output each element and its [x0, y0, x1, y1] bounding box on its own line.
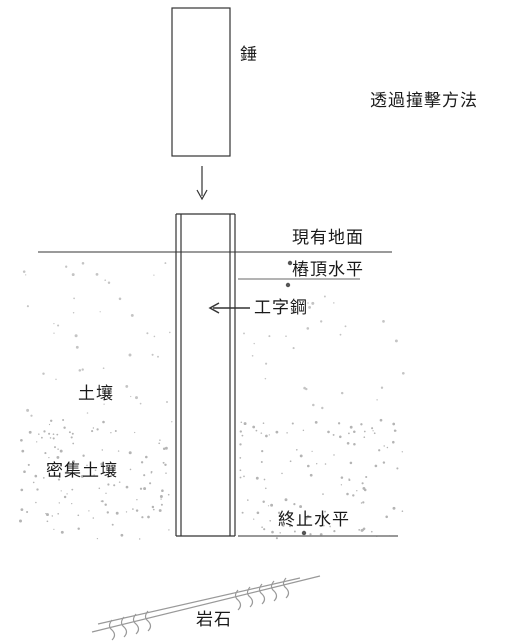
- termination-level-label: 終止水平: [278, 510, 350, 530]
- soil-label: 土壤: [78, 384, 114, 404]
- soil-texture: [22, 262, 405, 417]
- h-beam-label: 工字鋼: [254, 298, 308, 318]
- method-label: 透過撞擊方法: [370, 91, 478, 111]
- rock-hatch: [91, 575, 321, 641]
- dense-soil-label: 密集土壤: [46, 461, 118, 481]
- pile-top-marker: [285, 282, 291, 288]
- pile-top-level-label: 樁頂水平: [292, 260, 364, 280]
- ground-marker: [287, 260, 293, 266]
- rock-label: 岩石: [196, 610, 232, 630]
- hammer-block: [171, 7, 231, 157]
- hammer-label: 錘: [240, 45, 258, 65]
- h-beam-pile: [175, 213, 236, 537]
- existing-ground-label: 現有地面: [292, 228, 364, 248]
- termination-marker: [301, 530, 307, 536]
